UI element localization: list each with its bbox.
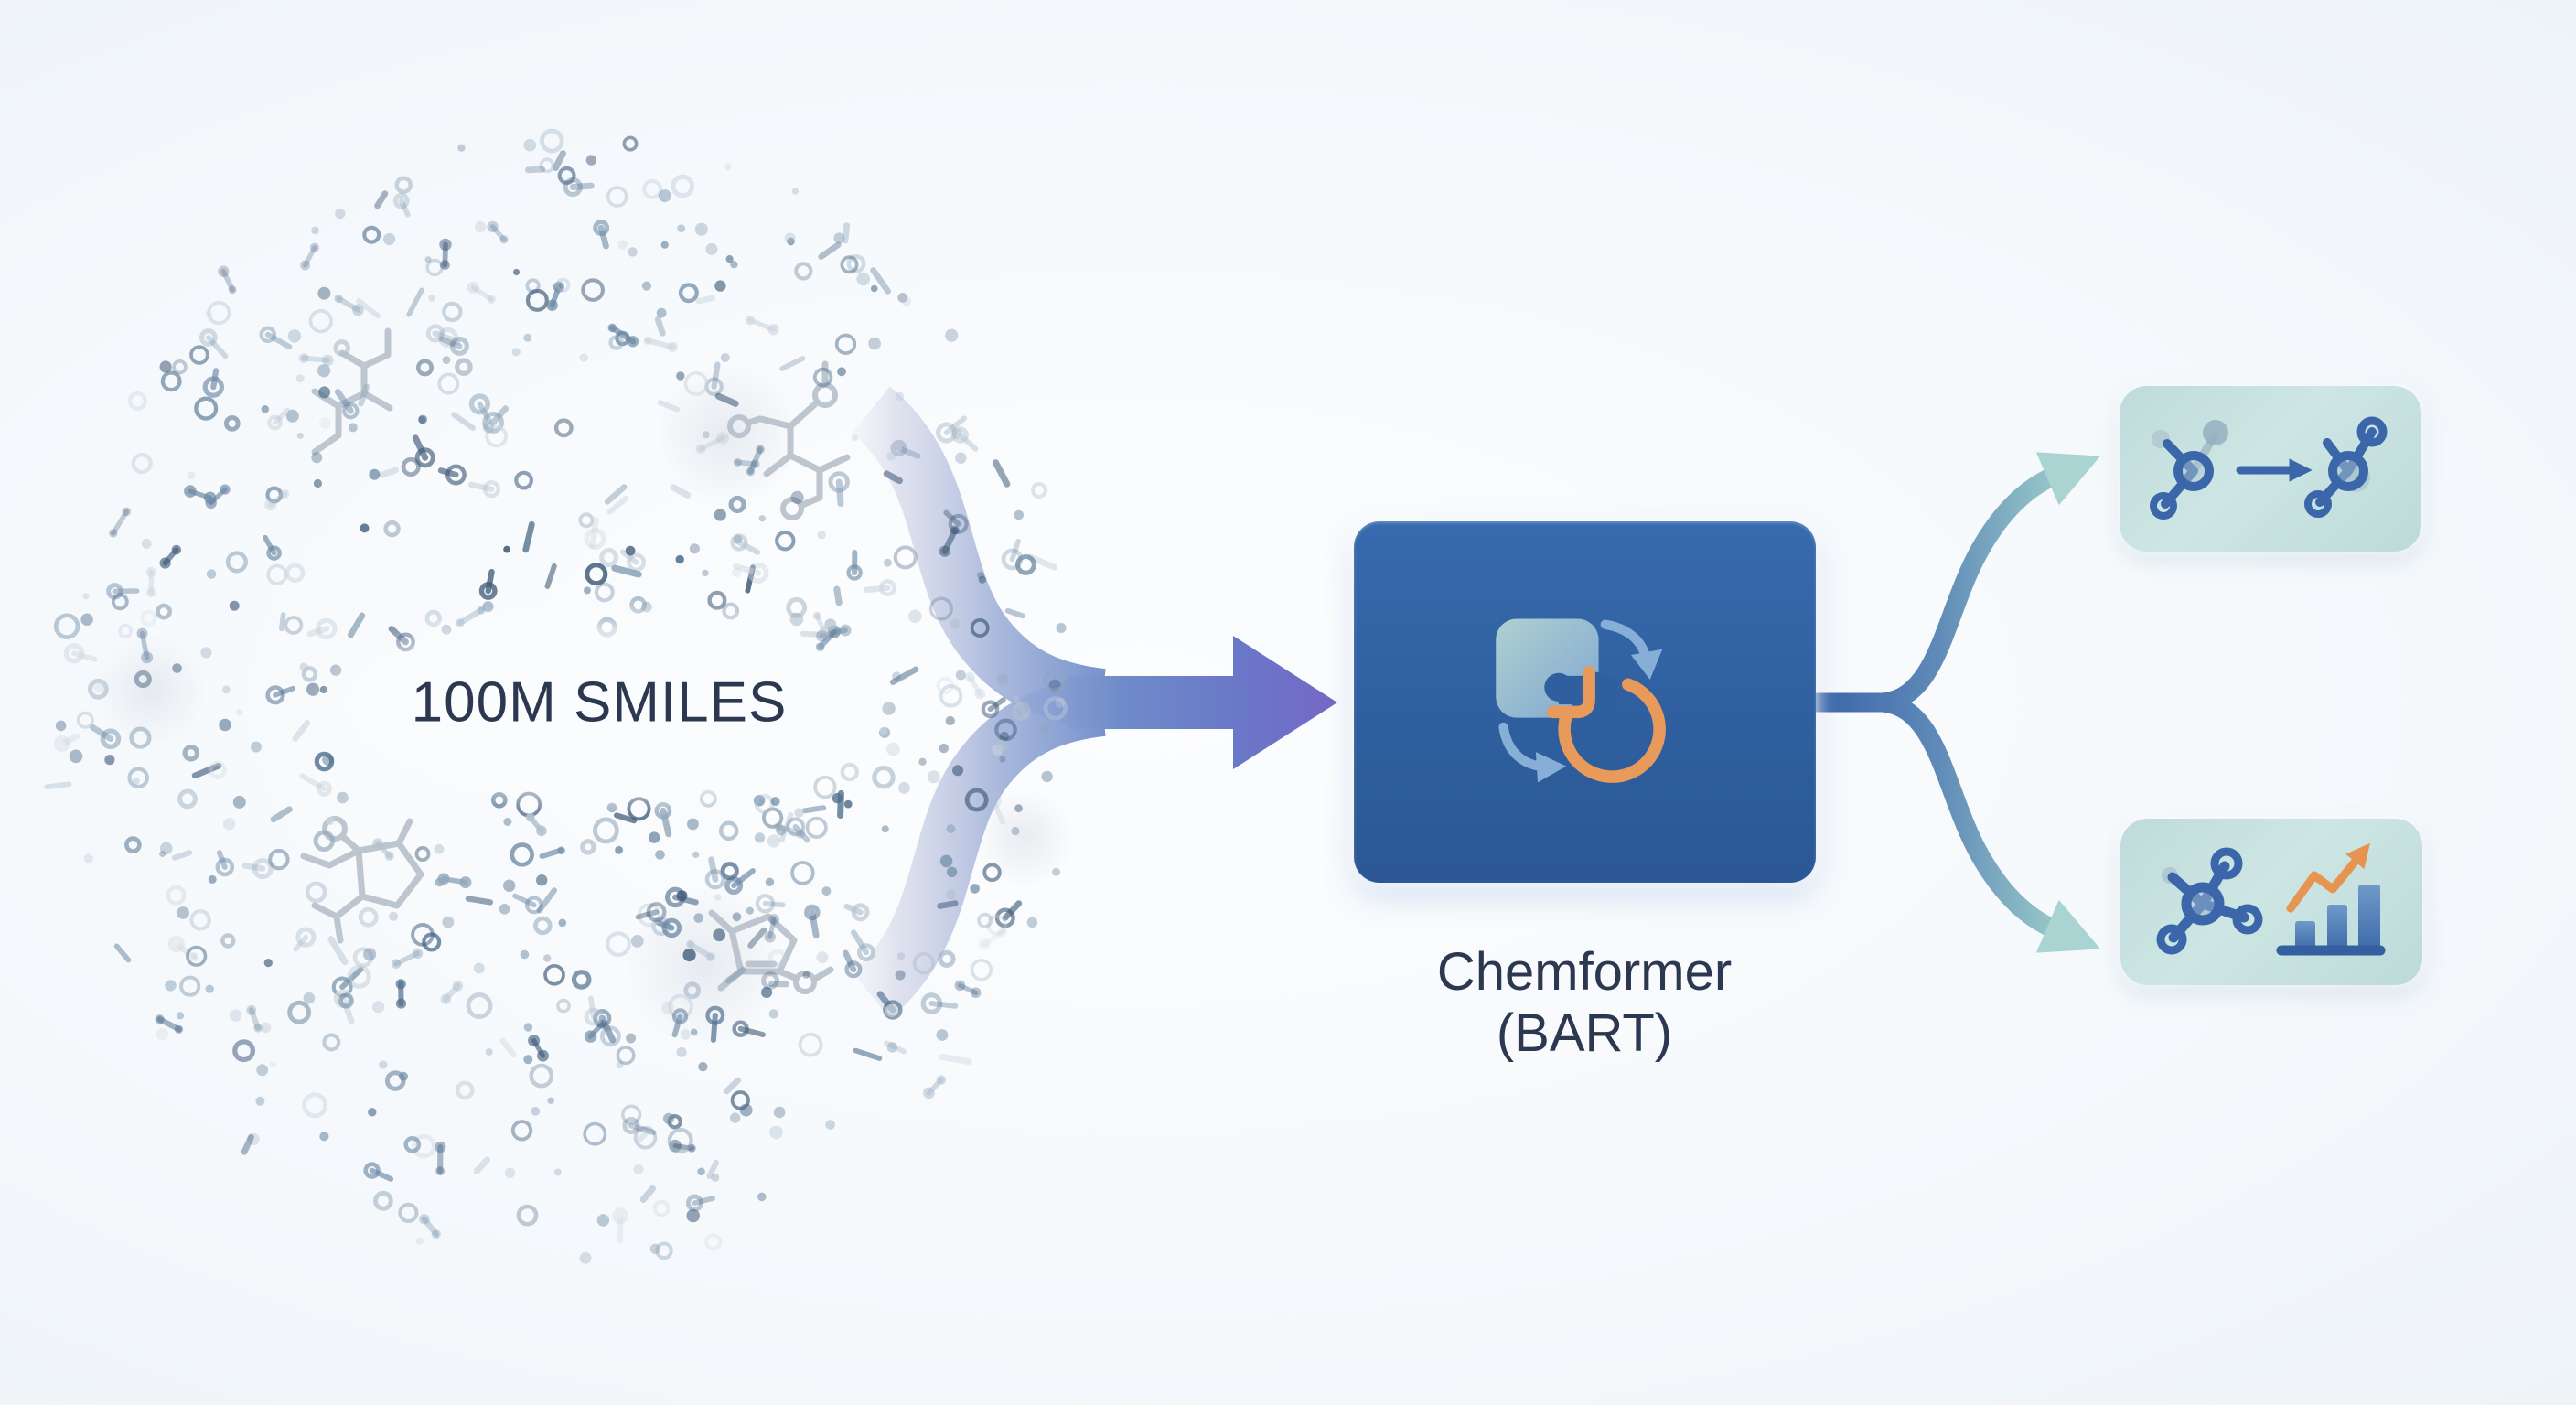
molecule-to-molecule-icon [2150, 416, 2388, 520]
molecule-bar-chart-icon [2156, 842, 2386, 956]
funnel-arrowhead [1233, 636, 1337, 769]
cycle-arrow-top [1600, 619, 1662, 680]
molecule-sketch-3 [300, 816, 424, 944]
molecule-sketch-4 [708, 909, 834, 994]
cycle-arrow-bottom [1497, 722, 1566, 782]
model-label-line1: Chemformer [1436, 942, 1733, 1002]
molecule-sketch-1 [311, 327, 393, 456]
property-molecule [2156, 847, 2263, 955]
molecule-sketch-2 [727, 360, 851, 520]
branch-arrow-bottom [1806, 692, 2101, 953]
chemformer-box [1354, 521, 1816, 883]
output-box-reaction [2120, 386, 2421, 552]
bar-chart [2276, 885, 2386, 956]
reactant-molecule [2150, 420, 2228, 520]
funnel-stream-bottom [851, 676, 1107, 1019]
model-label-line2: (BART) [1496, 1003, 1673, 1063]
branch-arrow-top [1806, 452, 2101, 713]
model-label: Chemformer (BART) [1437, 941, 1732, 1064]
dataset-label: 100M SMILES [411, 670, 788, 735]
label-halo [306, 598, 901, 814]
trend-arrow [2286, 842, 2370, 913]
output-box-property [2120, 819, 2422, 985]
refresh-arc [1546, 665, 1666, 783]
faint-molecule-sketches [300, 327, 851, 994]
transform-cycle-icon [1495, 617, 1666, 783]
product-molecule [2304, 416, 2388, 518]
branch-arrows [1806, 452, 2101, 953]
